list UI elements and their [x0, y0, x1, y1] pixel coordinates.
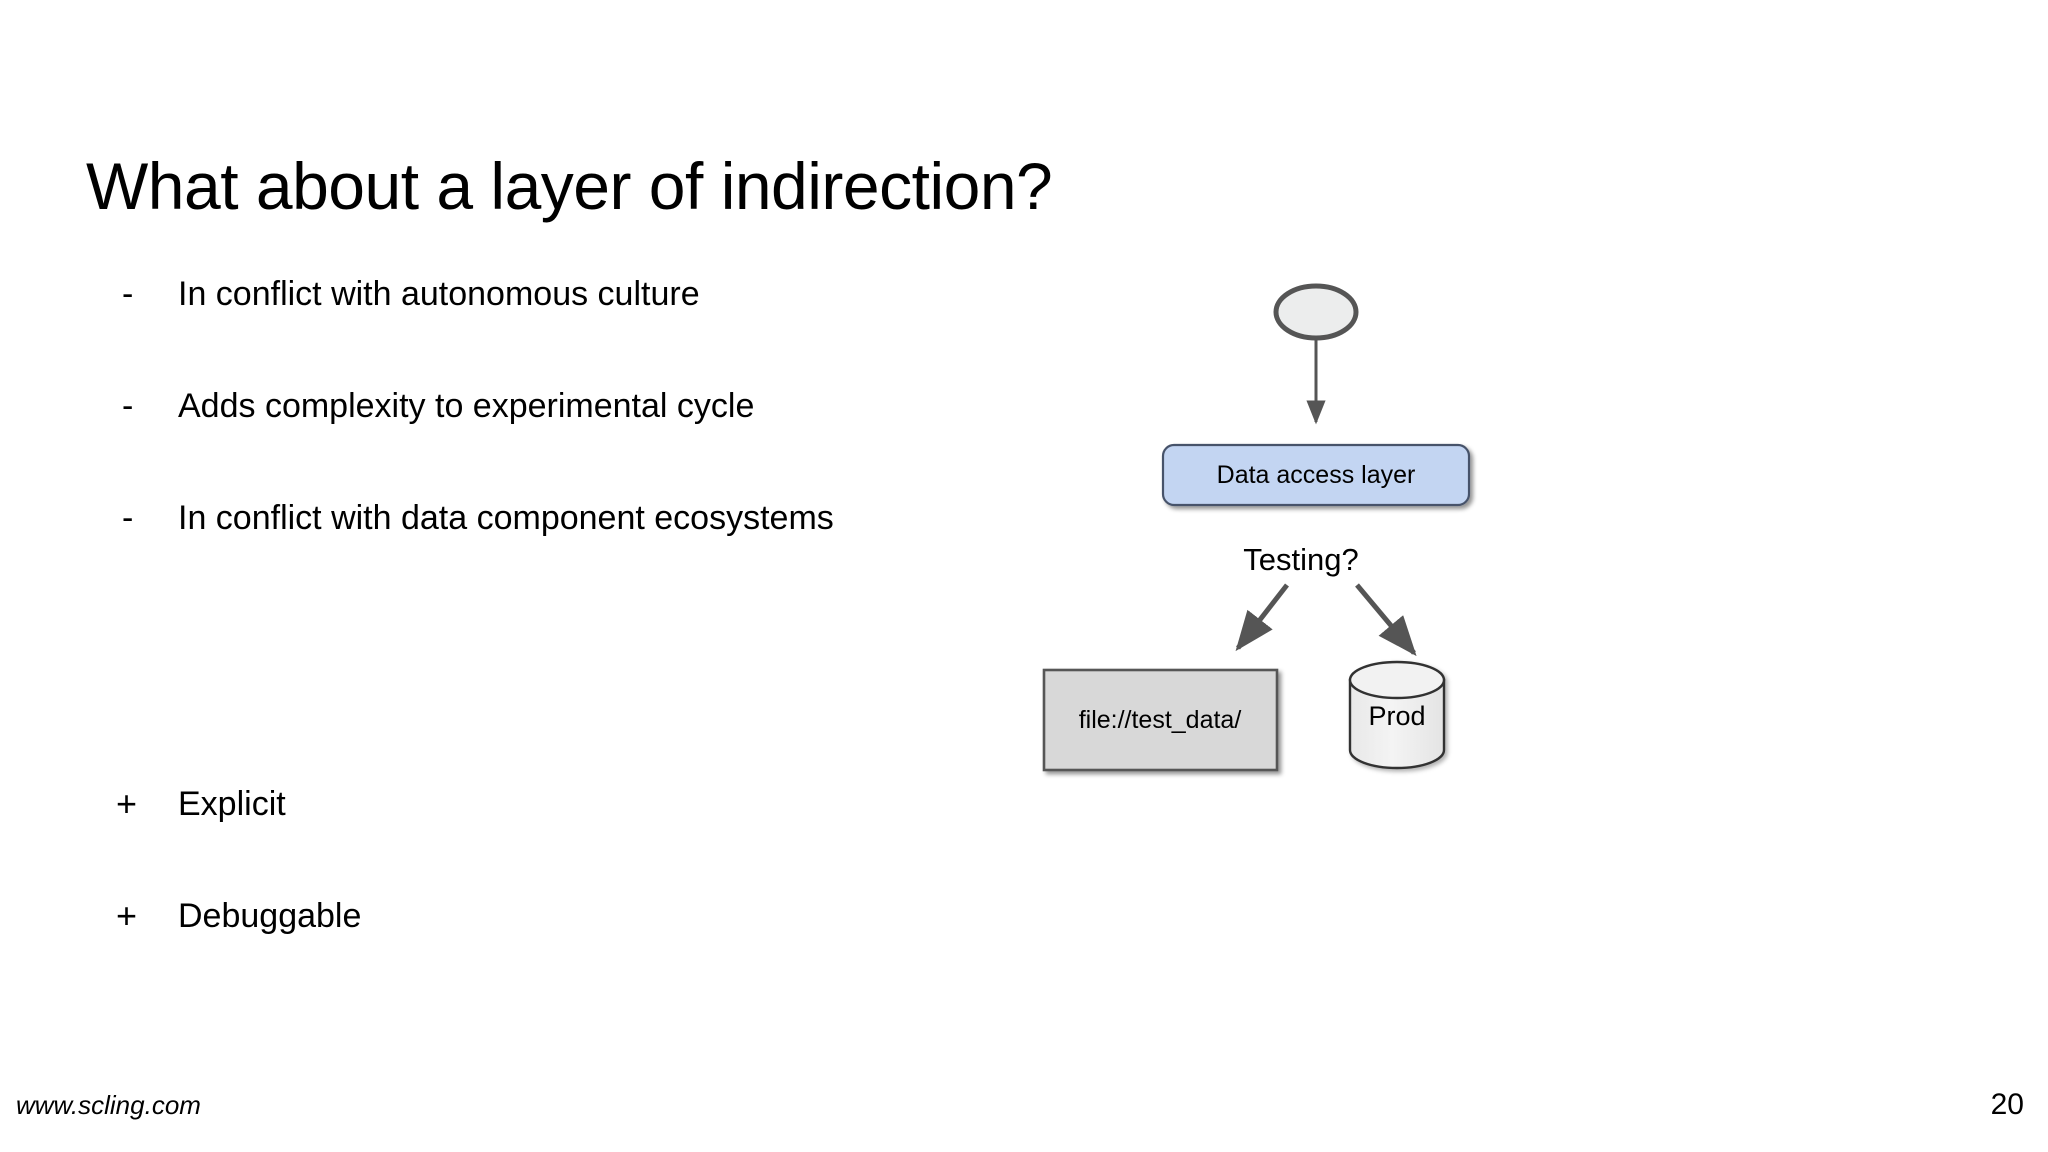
architecture-diagram: Data access layer Testing? file://test_d… — [1020, 270, 1540, 810]
diagram-edge-label-testing: Testing? — [1243, 542, 1358, 577]
footer-url: www.scling.com — [16, 1090, 201, 1120]
page-number: 20 — [1990, 1088, 2024, 1121]
diagram-edge-dal-to-testdata — [1235, 583, 1289, 652]
list-item: + Debuggable — [110, 894, 990, 1006]
page-title: What about a layer of indirection? — [86, 149, 1053, 224]
list-item: + Explicit — [110, 782, 990, 894]
list-item: - Adds complexity to experimental cycle — [110, 384, 990, 496]
list-item-label: In conflict with autonomous culture — [178, 275, 700, 313]
diagram-edge-dal-to-prod — [1355, 583, 1417, 657]
diagram-node-source-ellipse — [1273, 283, 1359, 341]
bullet-marker-plus-icon: + — [116, 783, 138, 824]
diagram-node-data-access-layer — [1161, 443, 1471, 507]
list-item-label: Debuggable — [178, 897, 362, 935]
list-item-label: Adds complexity to experimental cycle — [178, 387, 755, 425]
cons-list: - In conflict with autonomous culture - … — [110, 272, 990, 608]
diagram-node-test-data — [1042, 668, 1279, 772]
bullet-marker-plus-icon: + — [116, 895, 138, 936]
list-item: - In conflict with data component ecosys… — [110, 496, 990, 608]
diagram-node-prod-database — [1348, 660, 1446, 770]
bullet-marker-minus-icon: - — [122, 499, 134, 537]
bullet-marker-minus-icon: - — [122, 275, 134, 313]
pros-list: + Explicit + Debuggable — [110, 782, 990, 1006]
list-item-label: Explicit — [178, 785, 286, 823]
diagram-node-label-data-access-layer: Data access layer — [1217, 461, 1416, 489]
list-item: - In conflict with autonomous culture — [110, 272, 990, 384]
diagram-node-label-prod: Prod — [1368, 701, 1425, 731]
list-item-label: In conflict with data component ecosyste… — [178, 499, 834, 537]
bullet-marker-minus-icon: - — [122, 387, 134, 425]
diagram-node-label-test-data: file://test_data/ — [1079, 706, 1242, 734]
